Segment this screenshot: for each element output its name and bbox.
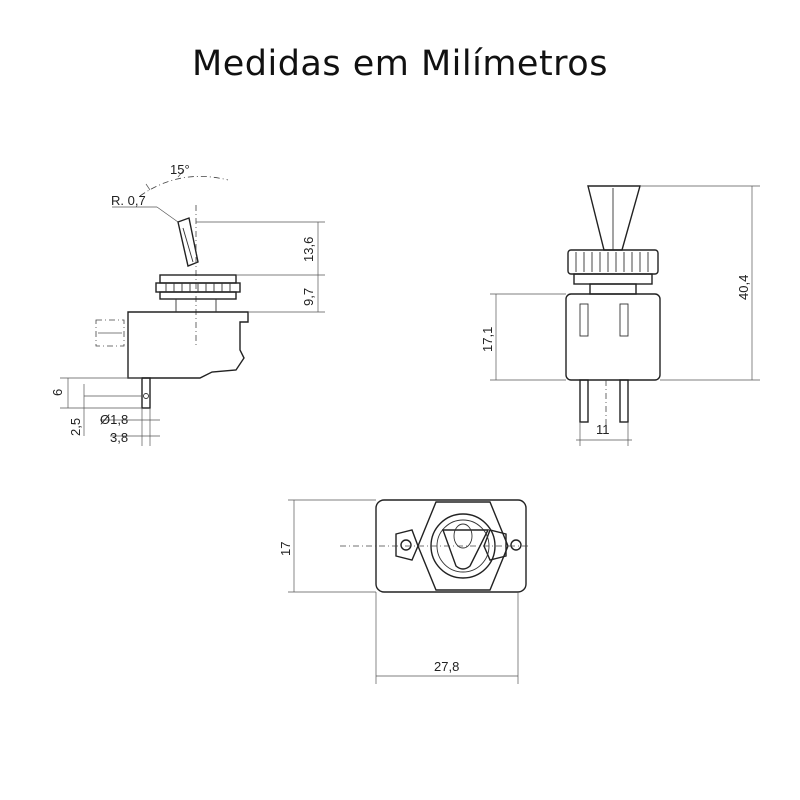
front-lever [587,185,641,251]
mounting-hole-right [510,539,522,551]
toggle-lever [177,217,199,267]
top-width-label: 17 [278,542,293,556]
page-title: Medidas em Milímetros [192,44,608,84]
top-lever [442,529,490,570]
front-terminal-right [619,379,629,423]
terminal-width-label: 3,8 [110,430,128,445]
lever-height-label: 13,6 [301,237,316,262]
top-length-label: 27,8 [434,659,459,674]
body-height-label: 17,1 [480,327,495,352]
side-view: 15° R. 0,7 13,6 9,7 6 2,5 Ø1,8 3,8 [50,162,325,446]
bushing-nut [159,274,237,284]
terminal-spacing-label: 11 [596,422,610,437]
bushing-height-label: 9,7 [301,288,316,306]
front-body [565,293,661,381]
front-view: 40,4 17,1 11 [480,185,760,446]
mounting-hole-left [400,539,412,551]
terminal [141,377,151,409]
mounting-tab [95,319,125,347]
top-plate [375,499,527,593]
hole-diameter-label: Ø1,8 [100,412,128,427]
terminal-offset-label: 2,5 [68,418,83,436]
front-terminal-left [579,379,589,423]
total-height-label: 40,4 [736,275,751,300]
radius-leader [156,206,179,223]
radius-label: R. 0,7 [111,193,146,208]
switch-body [127,311,249,379]
top-view: 17 27,8 [278,499,530,684]
terminal-length-label: 6 [50,389,65,396]
front-nut [567,249,659,275]
lever-angle-arc [139,176,229,197]
angle-label: 15° [170,162,190,177]
